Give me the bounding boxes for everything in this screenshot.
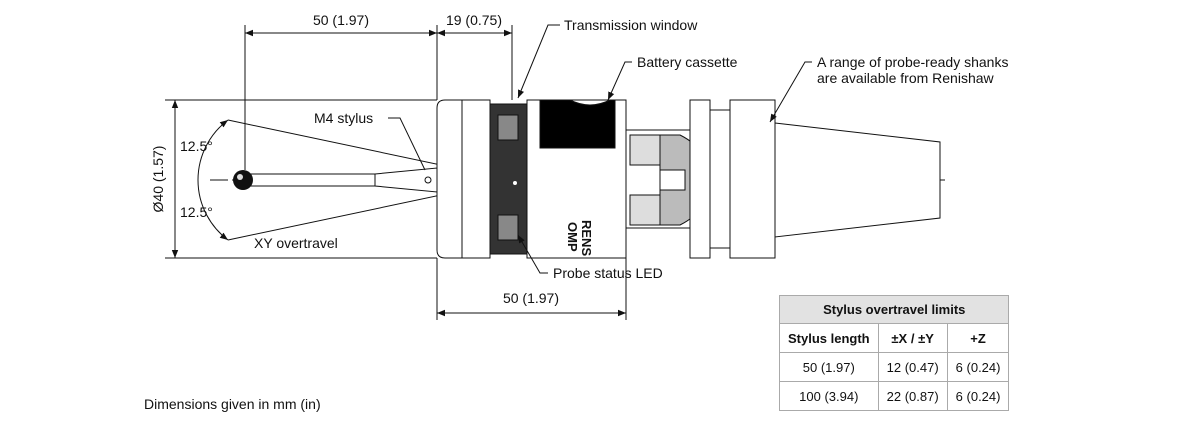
dim-body-length-label: 50 (1.97)	[503, 290, 559, 306]
probe-body	[436, 99, 711, 259]
table-caption: Stylus overtravel limits	[778, 295, 1010, 324]
dim-window-offset-label: 19 (0.75)	[446, 12, 502, 28]
angle-lower-label: 12.5°	[180, 204, 213, 220]
stylus-ball	[233, 170, 253, 190]
table-cell: 12 (0.47)	[877, 352, 948, 382]
leader-shanks	[769, 61, 812, 123]
body-marking-line2: OMP	[565, 222, 580, 252]
body-marking-line1: RENS	[579, 220, 594, 256]
callout-xy-overtravel: XY overtravel	[254, 235, 338, 251]
callout-shanks-line1: A range of probe-ready shanks	[817, 54, 1008, 70]
table-cell: 6 (0.24)	[946, 381, 1010, 411]
leader-battery	[607, 61, 632, 101]
table-cell: 6 (0.24)	[946, 352, 1010, 382]
overtravel-arc	[197, 119, 229, 241]
table-row: 100 (3.94) 22 (0.87) 6 (0.24)	[779, 381, 1010, 411]
leader-led	[517, 234, 548, 274]
table-header: Stylus length	[779, 323, 879, 353]
overtravel-table: Stylus overtravel limits Stylus length ±…	[778, 295, 1010, 411]
status-led	[513, 181, 517, 185]
table-cell: 22 (0.87)	[877, 381, 948, 411]
table-header: +Z	[946, 323, 1010, 353]
callout-probe-status-led: Probe status LED	[553, 265, 663, 281]
callout-battery-cassette: Battery cassette	[637, 54, 738, 70]
shank	[689, 99, 941, 259]
leader-transmission	[517, 24, 560, 99]
battery-cassette	[539, 99, 616, 149]
table-cell: 50 (1.97)	[779, 352, 879, 382]
table-row: 50 (1.97) 12 (0.47) 6 (0.24)	[779, 352, 1010, 382]
footnote: Dimensions given in mm (in)	[144, 396, 321, 412]
angle-upper-label: 12.5°	[180, 138, 213, 154]
dim-diameter-label: Ø40 (1.57)	[150, 146, 166, 213]
stylus	[233, 167, 438, 193]
callout-m4-stylus: M4 stylus	[314, 110, 373, 126]
dim-stylus-length-label: 50 (1.97)	[313, 12, 369, 28]
table-cell: 100 (3.94)	[779, 381, 879, 411]
callout-transmission-window: Transmission window	[564, 17, 698, 33]
table-header: ±X / ±Y	[877, 323, 948, 353]
callout-shanks-line2: are available from Renishaw	[817, 70, 995, 86]
